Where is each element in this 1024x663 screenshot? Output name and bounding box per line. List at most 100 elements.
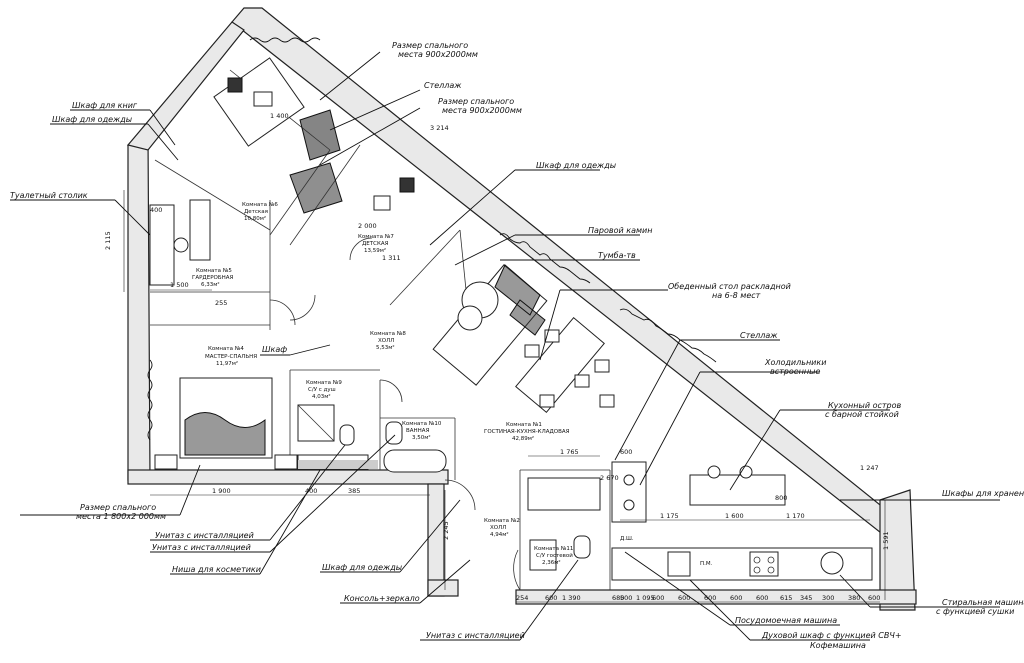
doors — [269, 237, 521, 591]
label-tv-stand: Тумба-тв — [598, 251, 636, 260]
svg-text:10,80м²: 10,80м² — [244, 215, 266, 222]
svg-text:600: 600 — [620, 448, 632, 456]
label-bed-size-2b: места 900х2000мм — [442, 106, 522, 115]
label-kitchen-island-b: с барной стойкой — [825, 410, 899, 419]
label-shelf-top: Стеллаж — [424, 81, 462, 90]
nightstand-left — [154, 454, 178, 470]
svg-text:1 900: 1 900 — [212, 487, 231, 495]
chair-room7 — [373, 195, 391, 211]
label-dining-table: Обеденный стол раскладной — [668, 282, 791, 291]
svg-text:3 214: 3 214 — [430, 124, 449, 132]
svg-text:Комната №1: Комната №1 — [506, 422, 542, 428]
curtain-top — [249, 37, 321, 43]
svg-text:Комната №2: Комната №2 — [484, 518, 520, 524]
bathtub — [383, 449, 447, 473]
svg-text:4,03м²: 4,03м² — [312, 393, 331, 400]
label-wardrobe-small: Шкаф — [262, 345, 287, 354]
label-wardrobe-mid: Шкаф для одежды — [536, 161, 616, 170]
label-fridges-b: встроенные — [770, 367, 820, 376]
bed-room7-a — [299, 109, 341, 161]
kitchen-island — [689, 474, 786, 506]
sofa-cushions — [494, 264, 546, 336]
cooktop — [749, 551, 779, 577]
svg-text:255: 255 — [215, 299, 227, 307]
hall-wardrobe — [527, 477, 601, 511]
svg-text:МАСТЕР-СПАЛЬНЯ: МАСТЕР-СПАЛЬНЯ — [205, 354, 257, 360]
partitions — [150, 69, 611, 590]
svg-text:Комната №5: Комната №5 — [196, 268, 232, 274]
bar-stool-1 — [707, 465, 721, 479]
fridges — [611, 461, 647, 523]
left-outer-wall — [127, 134, 151, 481]
svg-text:400: 400 — [150, 206, 162, 214]
label-shelf-right: Стеллаж — [740, 331, 778, 340]
left-diagonal-wall — [126, 21, 245, 151]
svg-text:400: 400 — [305, 487, 317, 495]
label-bed-size-1b: места 900х2000мм — [398, 50, 478, 59]
svg-text:С/У гостевой: С/У гостевой — [536, 552, 573, 559]
label-master-bed-b: места 1 800х2 000мм — [76, 512, 166, 521]
svg-text:1 170: 1 170 — [786, 512, 805, 520]
svg-text:11,97м²: 11,97м² — [216, 360, 238, 367]
label-washing-machine: Стиральная машина — [942, 598, 1024, 607]
svg-text:Комната №4: Комната №4 — [208, 346, 244, 352]
sink — [667, 551, 691, 577]
svg-text:ХОЛЛ: ХОЛЛ — [378, 338, 394, 344]
label-master-bed: Размер спального — [80, 503, 156, 512]
svg-text:615: 615 — [780, 594, 792, 602]
label-toilet-2: Унитаз с инсталляцией — [152, 543, 251, 552]
label-wardrobe-left: Шкаф для одежды — [52, 115, 132, 124]
svg-text:380: 380 — [848, 594, 860, 602]
label-oven-b: Кофемашина — [810, 641, 866, 650]
curtain-left — [147, 359, 153, 441]
svg-text:1 500: 1 500 — [170, 281, 189, 289]
dressing-stool — [173, 237, 189, 253]
label-toilet-3: Унитаз с инсталляцией — [426, 631, 525, 640]
svg-text:300: 300 — [822, 594, 834, 602]
svg-text:600: 600 — [730, 594, 742, 602]
svg-text:13,59м²: 13,59м² — [364, 247, 386, 254]
svg-text:С/У с душ: С/У с душ — [308, 387, 336, 393]
curtain-mid — [499, 233, 591, 284]
annotations: Размер спального места 900х2000мм Стелла… — [10, 41, 1024, 650]
label-toilet-1: Унитаз с инсталляцией — [155, 531, 254, 540]
svg-text:Детская: Детская — [244, 209, 268, 215]
dimension-texts: 1 500 400 2 115 255 1 900 400 385 1 765 … — [104, 112, 890, 602]
label-washing-machine-b: с функцией сушки — [936, 607, 1014, 616]
svg-text:Комната №8: Комната №8 — [370, 331, 406, 337]
wardrobe-dressing — [189, 199, 211, 261]
label-dishwasher: Посудомоечная машина — [735, 616, 837, 625]
label-steam-fireplace: Паровой камин — [588, 226, 652, 235]
svg-text:ДЕТСКАЯ: ДЕТСКАЯ — [362, 241, 389, 247]
svg-text:345: 345 — [800, 594, 812, 602]
svg-text:1 390: 1 390 — [562, 594, 581, 602]
svg-text:6,33м²: 6,33м² — [201, 281, 220, 288]
svg-text:600: 600 — [545, 594, 557, 602]
svg-text:500: 500 — [620, 594, 632, 602]
label-bed-size-1: Размер спального — [392, 41, 468, 50]
svg-text:ВАННАЯ: ВАННАЯ — [406, 428, 430, 434]
svg-text:254: 254 — [516, 594, 528, 602]
svg-text:1 311: 1 311 — [382, 254, 401, 262]
curtain-kitchen — [619, 308, 717, 363]
dining-table — [515, 316, 605, 414]
master-bed-sheets — [184, 412, 266, 456]
cosmetic-niche-fill — [298, 460, 378, 469]
dressing-table — [149, 204, 175, 286]
label-dining-table-b: на 6-8 мест — [712, 291, 761, 300]
svg-text:1 175: 1 175 — [660, 512, 679, 520]
svg-text:600: 600 — [868, 594, 880, 602]
svg-text:Комната №11: Комната №11 — [534, 546, 573, 552]
desk-room7 — [399, 177, 415, 193]
svg-text:3,50м²: 3,50м² — [412, 434, 431, 441]
label-oven: Духовой шкаф с функцией СВЧ+ — [761, 631, 902, 640]
svg-text:2 670: 2 670 — [600, 474, 619, 482]
label-console-mirror: Консоль+зеркало — [344, 594, 420, 603]
svg-text:42,89м²: 42,89м² — [512, 435, 534, 442]
dining-chairs — [524, 329, 615, 408]
svg-text:1 247: 1 247 — [860, 464, 879, 472]
svg-text:680: 680 — [612, 594, 624, 602]
svg-text:5,53м²: 5,53м² — [376, 344, 395, 351]
